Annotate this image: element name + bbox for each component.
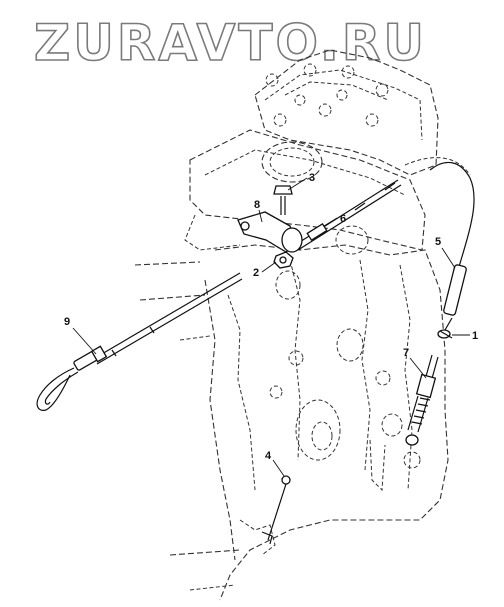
spring-tube-assembly <box>405 354 439 446</box>
callout-8: 8 <box>254 199 260 211</box>
dipstick <box>36 272 243 411</box>
bracket-nut <box>273 251 294 269</box>
callout-5: 5 <box>435 236 441 248</box>
callout-1: 1 <box>472 330 478 342</box>
callout-9: 9 <box>64 316 70 328</box>
dipstick-bracket <box>237 211 303 253</box>
bracket-bolt <box>273 185 293 215</box>
lower-fastener <box>261 475 291 545</box>
callout-6: 6 <box>340 213 346 225</box>
callout-7: 7 <box>403 347 409 359</box>
callout-3: 3 <box>309 172 315 184</box>
vent-hose <box>429 161 475 331</box>
watermark-text: ZURAVTO.RU <box>34 14 427 72</box>
callout-4: 4 <box>265 450 272 462</box>
fitting-rod <box>294 179 402 251</box>
callout-leaders <box>72 177 470 477</box>
engine-block-outline <box>134 49 471 601</box>
callout-2: 2 <box>253 267 259 279</box>
hose-clamp <box>437 329 453 339</box>
